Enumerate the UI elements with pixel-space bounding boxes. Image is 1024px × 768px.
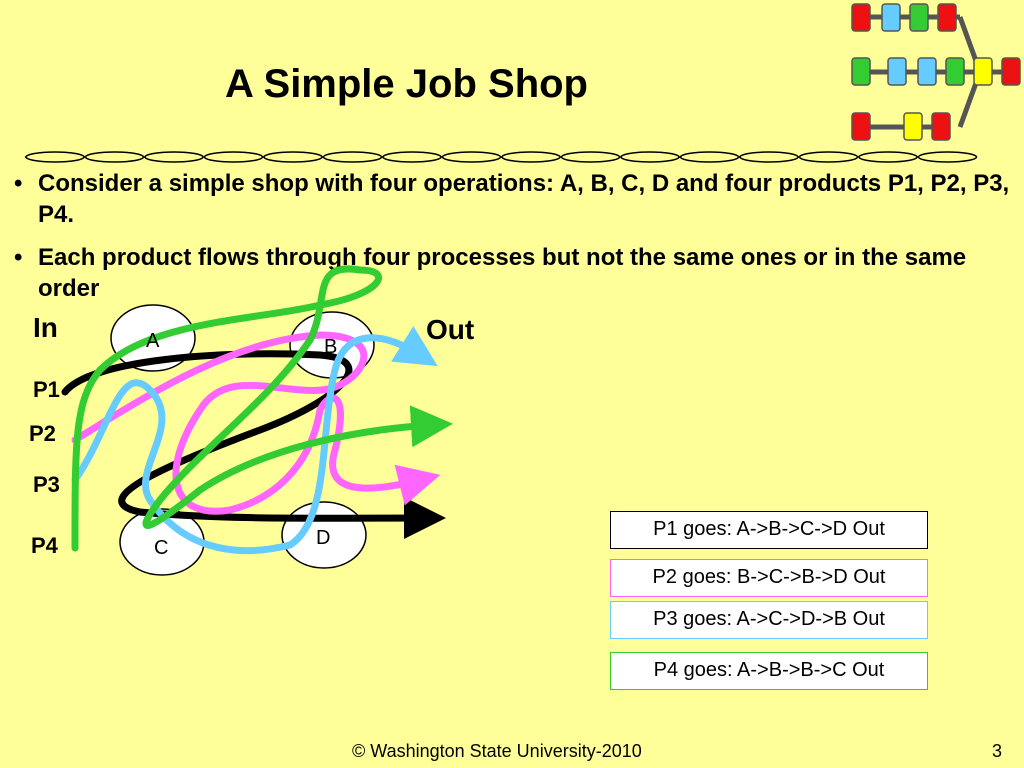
route-box-p3: P3 goes: A->C->D->B Out — [610, 601, 928, 639]
slide-title: A Simple Job Shop — [225, 62, 588, 106]
product-label-p4: P4 — [31, 533, 58, 558]
product-label-p2: P2 — [29, 421, 56, 446]
chain-link — [144, 151, 204, 163]
p3-path — [71, 326, 438, 555]
chain-link — [501, 151, 561, 163]
node-c-label: C — [154, 537, 169, 559]
chain-link — [382, 151, 442, 163]
product-label-p3: P3 — [33, 472, 60, 497]
chain-link — [679, 151, 740, 163]
bullet-item: •Each product flows through four process… — [14, 244, 967, 302]
node-a-label: A — [146, 330, 160, 352]
in-label: In — [33, 312, 58, 343]
chain-link — [858, 151, 918, 163]
bullet-dot-icon: • — [14, 170, 23, 197]
chain-link — [203, 151, 264, 163]
p1-path — [61, 350, 446, 540]
p2-path — [71, 331, 441, 515]
route-box-p4: P4 goes: A->B->B->C Out — [610, 652, 928, 690]
chain-link — [798, 151, 859, 163]
bullet-list: •Consider a simple shop with four operat… — [14, 168, 1014, 316]
chain-link — [739, 151, 799, 163]
out-label: Out — [426, 314, 475, 345]
product-label-p1: P1 — [33, 377, 60, 402]
route-box-p2: P2 goes: B->C->B->D Out — [610, 559, 928, 597]
chain-link — [560, 151, 621, 163]
chain-link — [917, 151, 978, 163]
chain-link — [84, 151, 145, 163]
chain-link — [620, 151, 680, 163]
route-box-p1: P1 goes: A->B->C->D Out — [610, 511, 928, 549]
bullet-dot-icon: • — [14, 244, 23, 271]
node-b-label: B — [324, 336, 338, 358]
page-number: 3 — [992, 741, 1003, 761]
chain-link — [322, 151, 383, 163]
node-d-label: D — [316, 527, 331, 549]
footer-copyright: © Washington State University-2010 — [352, 741, 642, 761]
bullet-item: •Consider a simple shop with four operat… — [14, 170, 1010, 228]
chain-link — [441, 151, 502, 163]
chain-link — [263, 151, 323, 163]
chain-link — [25, 151, 85, 163]
